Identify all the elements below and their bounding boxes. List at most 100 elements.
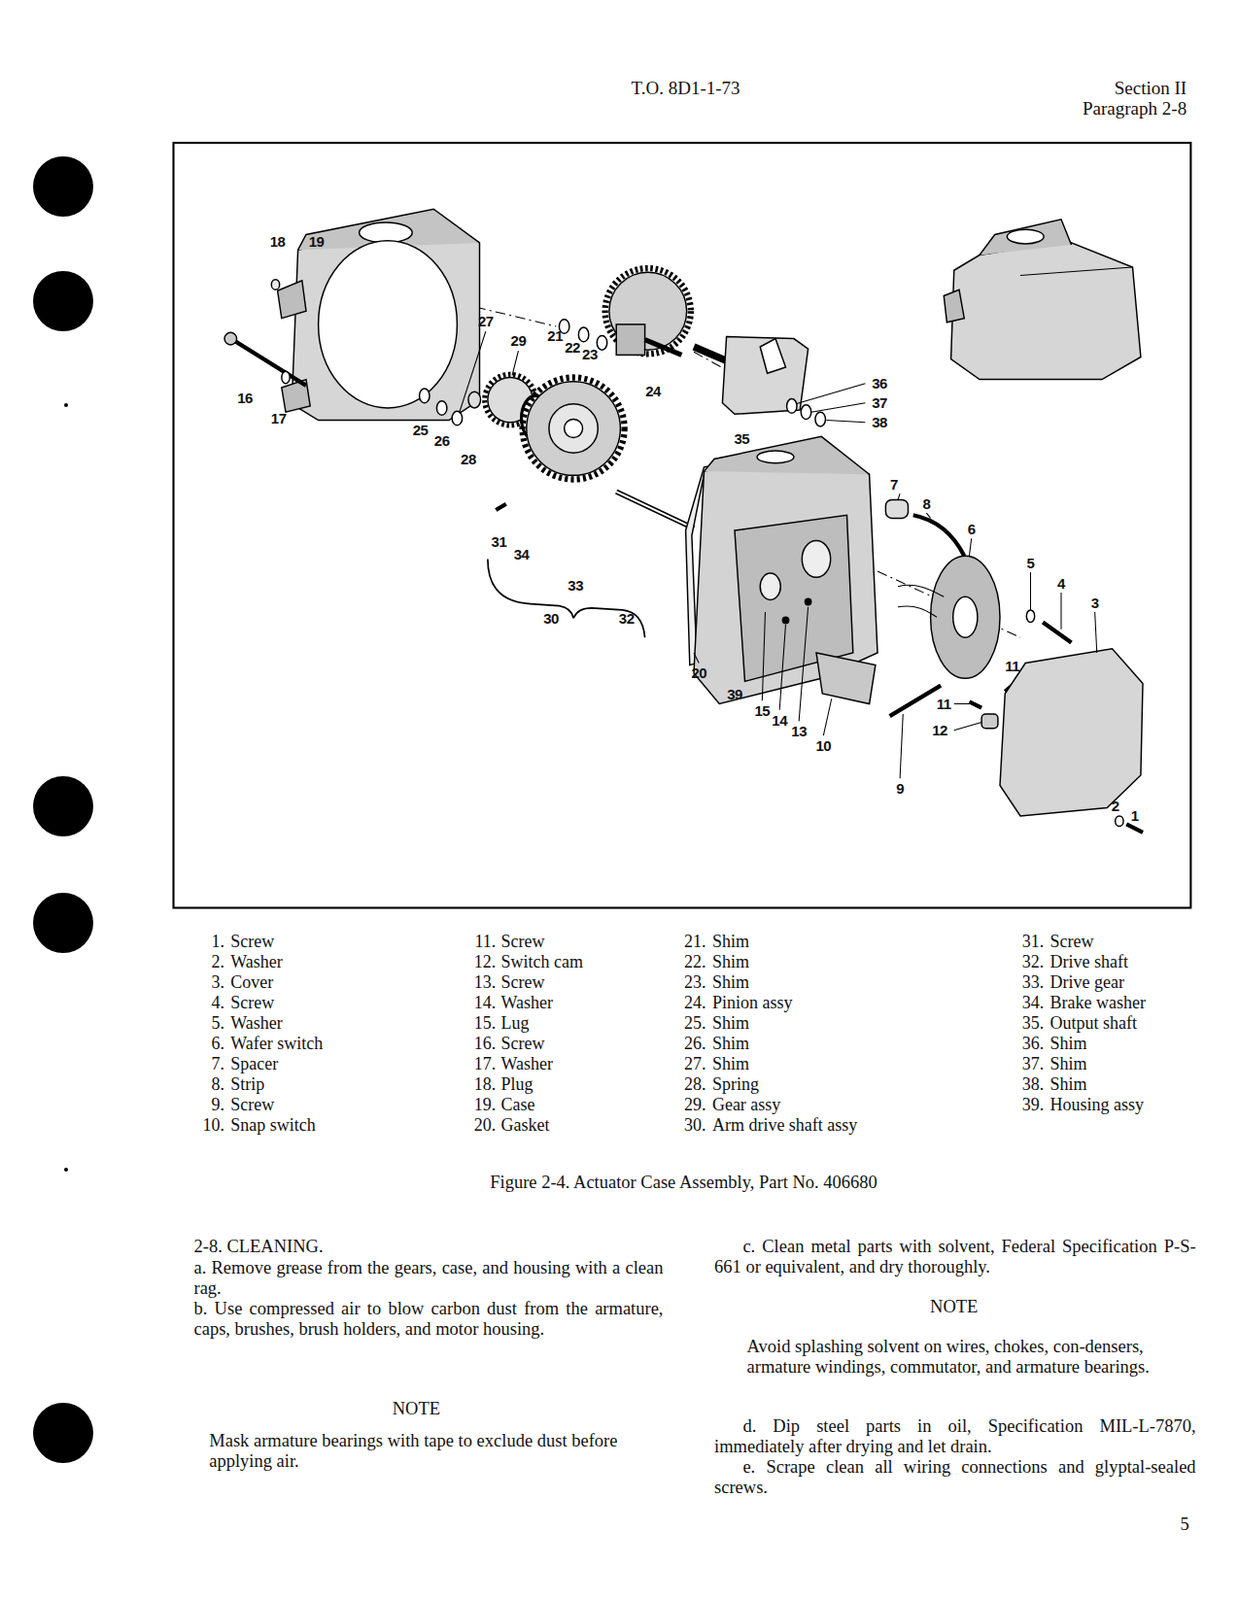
callout-number: 5 (1027, 554, 1035, 572)
part-number: 38. (1022, 1074, 1045, 1096)
part-name: Shim (712, 931, 750, 953)
part-number: 11. (474, 931, 496, 953)
part-name: Switch cam (501, 952, 584, 973)
part-number: 32. (1022, 952, 1045, 973)
part-number: 20. (474, 1115, 497, 1136)
part-number: 26. (684, 1033, 707, 1055)
callout-number: 1 (1131, 807, 1139, 825)
callout-number: 14 (771, 712, 788, 729)
part-number: 28. (684, 1074, 707, 1096)
part-name: Washer (501, 993, 554, 1014)
part-name: Snap switch (230, 1115, 316, 1136)
part-name: Shim (712, 972, 750, 994)
part-name: Shim (712, 1013, 750, 1034)
part-number: 24. (684, 993, 707, 1014)
part-name: Shim (712, 952, 750, 973)
part-name: Washer (230, 952, 283, 973)
part-number: 12. (474, 952, 497, 973)
part-name: Spring (712, 1074, 759, 1096)
part-name: Housing assy (1049, 1095, 1144, 1116)
part-name: Output shaft (1049, 1013, 1137, 1034)
body-text: c. Clean metal parts with solvent, Feder… (714, 1237, 1197, 1278)
part-number: 23. (684, 972, 707, 994)
note-heading: NOTE (392, 1399, 441, 1420)
part-number: 36. (1022, 1033, 1045, 1055)
part-number: 33. (1022, 972, 1045, 994)
part-name: Screw (230, 993, 275, 1014)
page-number: 5 (1179, 1514, 1189, 1536)
callout-number: 17 (271, 410, 287, 427)
part-name: Screw (501, 1033, 546, 1055)
callout-number: 4 (1057, 575, 1066, 592)
callout-number: 26 (434, 432, 450, 449)
callout-number: 33 (567, 577, 584, 594)
callout-number: 19 (309, 233, 325, 250)
body-text: a. Remove grease from the gears, case, a… (194, 1258, 664, 1300)
part-number: 15. (474, 1013, 497, 1034)
part-number: 34. (1022, 993, 1045, 1014)
callout-number: 12 (931, 722, 948, 739)
callout-number: 3 (1091, 594, 1100, 612)
part-number: 13. (474, 972, 497, 994)
callout-number: 13 (791, 722, 807, 740)
callout-number: 25 (413, 421, 429, 439)
part-number: 1. (211, 931, 226, 953)
callout-number: 28 (460, 450, 477, 468)
part-number: 37. (1022, 1054, 1045, 1075)
callout-number: 31 (491, 533, 508, 551)
callout-number: 38 (871, 413, 888, 431)
body-text: Mask armature bearings with tape to excl… (208, 1431, 643, 1473)
part-name: Gear assy (712, 1095, 781, 1116)
part-name: Shim (1049, 1033, 1087, 1055)
part-name: Shim (1049, 1054, 1087, 1075)
callout-number: 9 (895, 780, 904, 797)
part-number: 39. (1022, 1095, 1045, 1116)
actuator-parts (172, 0, 1191, 908)
part-name: Lug (501, 1013, 530, 1034)
part-name: Gasket (501, 1115, 551, 1136)
callout-number: 23 (582, 345, 598, 363)
part-name: Pinion assy (712, 993, 793, 1014)
callout-number: 21 (547, 327, 563, 345)
callout-number: 18 (270, 233, 286, 250)
part-number: 29. (684, 1095, 707, 1116)
part-number: 6. (211, 1033, 226, 1055)
part-name: Strip (230, 1074, 265, 1096)
callout-number: 11 (936, 695, 952, 713)
part-number: 3. (211, 972, 226, 994)
callout-number: 15 (755, 702, 771, 720)
part-name: Case (501, 1095, 536, 1116)
callout-number: 16 (237, 389, 253, 407)
part-name: Shim (1049, 1074, 1087, 1096)
part-name: Screw (230, 1095, 275, 1116)
callout-number: 29 (511, 332, 527, 349)
part-number: 8. (211, 1074, 226, 1096)
callout-number: 22 (564, 339, 581, 356)
part-name: Screw (501, 972, 546, 994)
part-number: 4. (211, 993, 226, 1014)
callout-number: 20 (690, 664, 707, 682)
part-number: 31. (1022, 931, 1045, 953)
callout-number: 7 (890, 476, 898, 493)
figure-caption: Figure 2-4. Actuator Case Assembly, Part… (489, 1172, 878, 1194)
callout-number: 27 (478, 312, 494, 330)
part-name: Cover (230, 972, 274, 994)
callout-number: 32 (619, 610, 635, 627)
part-name: Brake washer (1049, 993, 1145, 1014)
part-number: 22. (684, 952, 707, 973)
part-name: Spacer (230, 1054, 278, 1075)
part-name: Screw (1049, 931, 1094, 953)
part-number: 18. (474, 1074, 497, 1096)
callout-number: 24 (645, 382, 661, 400)
body-text: e. Scrape clean all wiring connections a… (714, 1457, 1197, 1499)
body-text: Avoid splashing solvent on wires, chokes… (747, 1337, 1171, 1378)
part-name: Shim (712, 1054, 750, 1075)
callout-number: 10 (816, 737, 832, 755)
part-name: Drive shaft (1049, 952, 1128, 973)
part-number: 35. (1022, 1013, 1045, 1034)
part-name: Screw (501, 931, 546, 953)
callout-number: 2 (1111, 797, 1120, 815)
body-text: d. Dip steel parts in oil, Specification… (714, 1416, 1197, 1458)
part-name: Plug (501, 1074, 534, 1096)
